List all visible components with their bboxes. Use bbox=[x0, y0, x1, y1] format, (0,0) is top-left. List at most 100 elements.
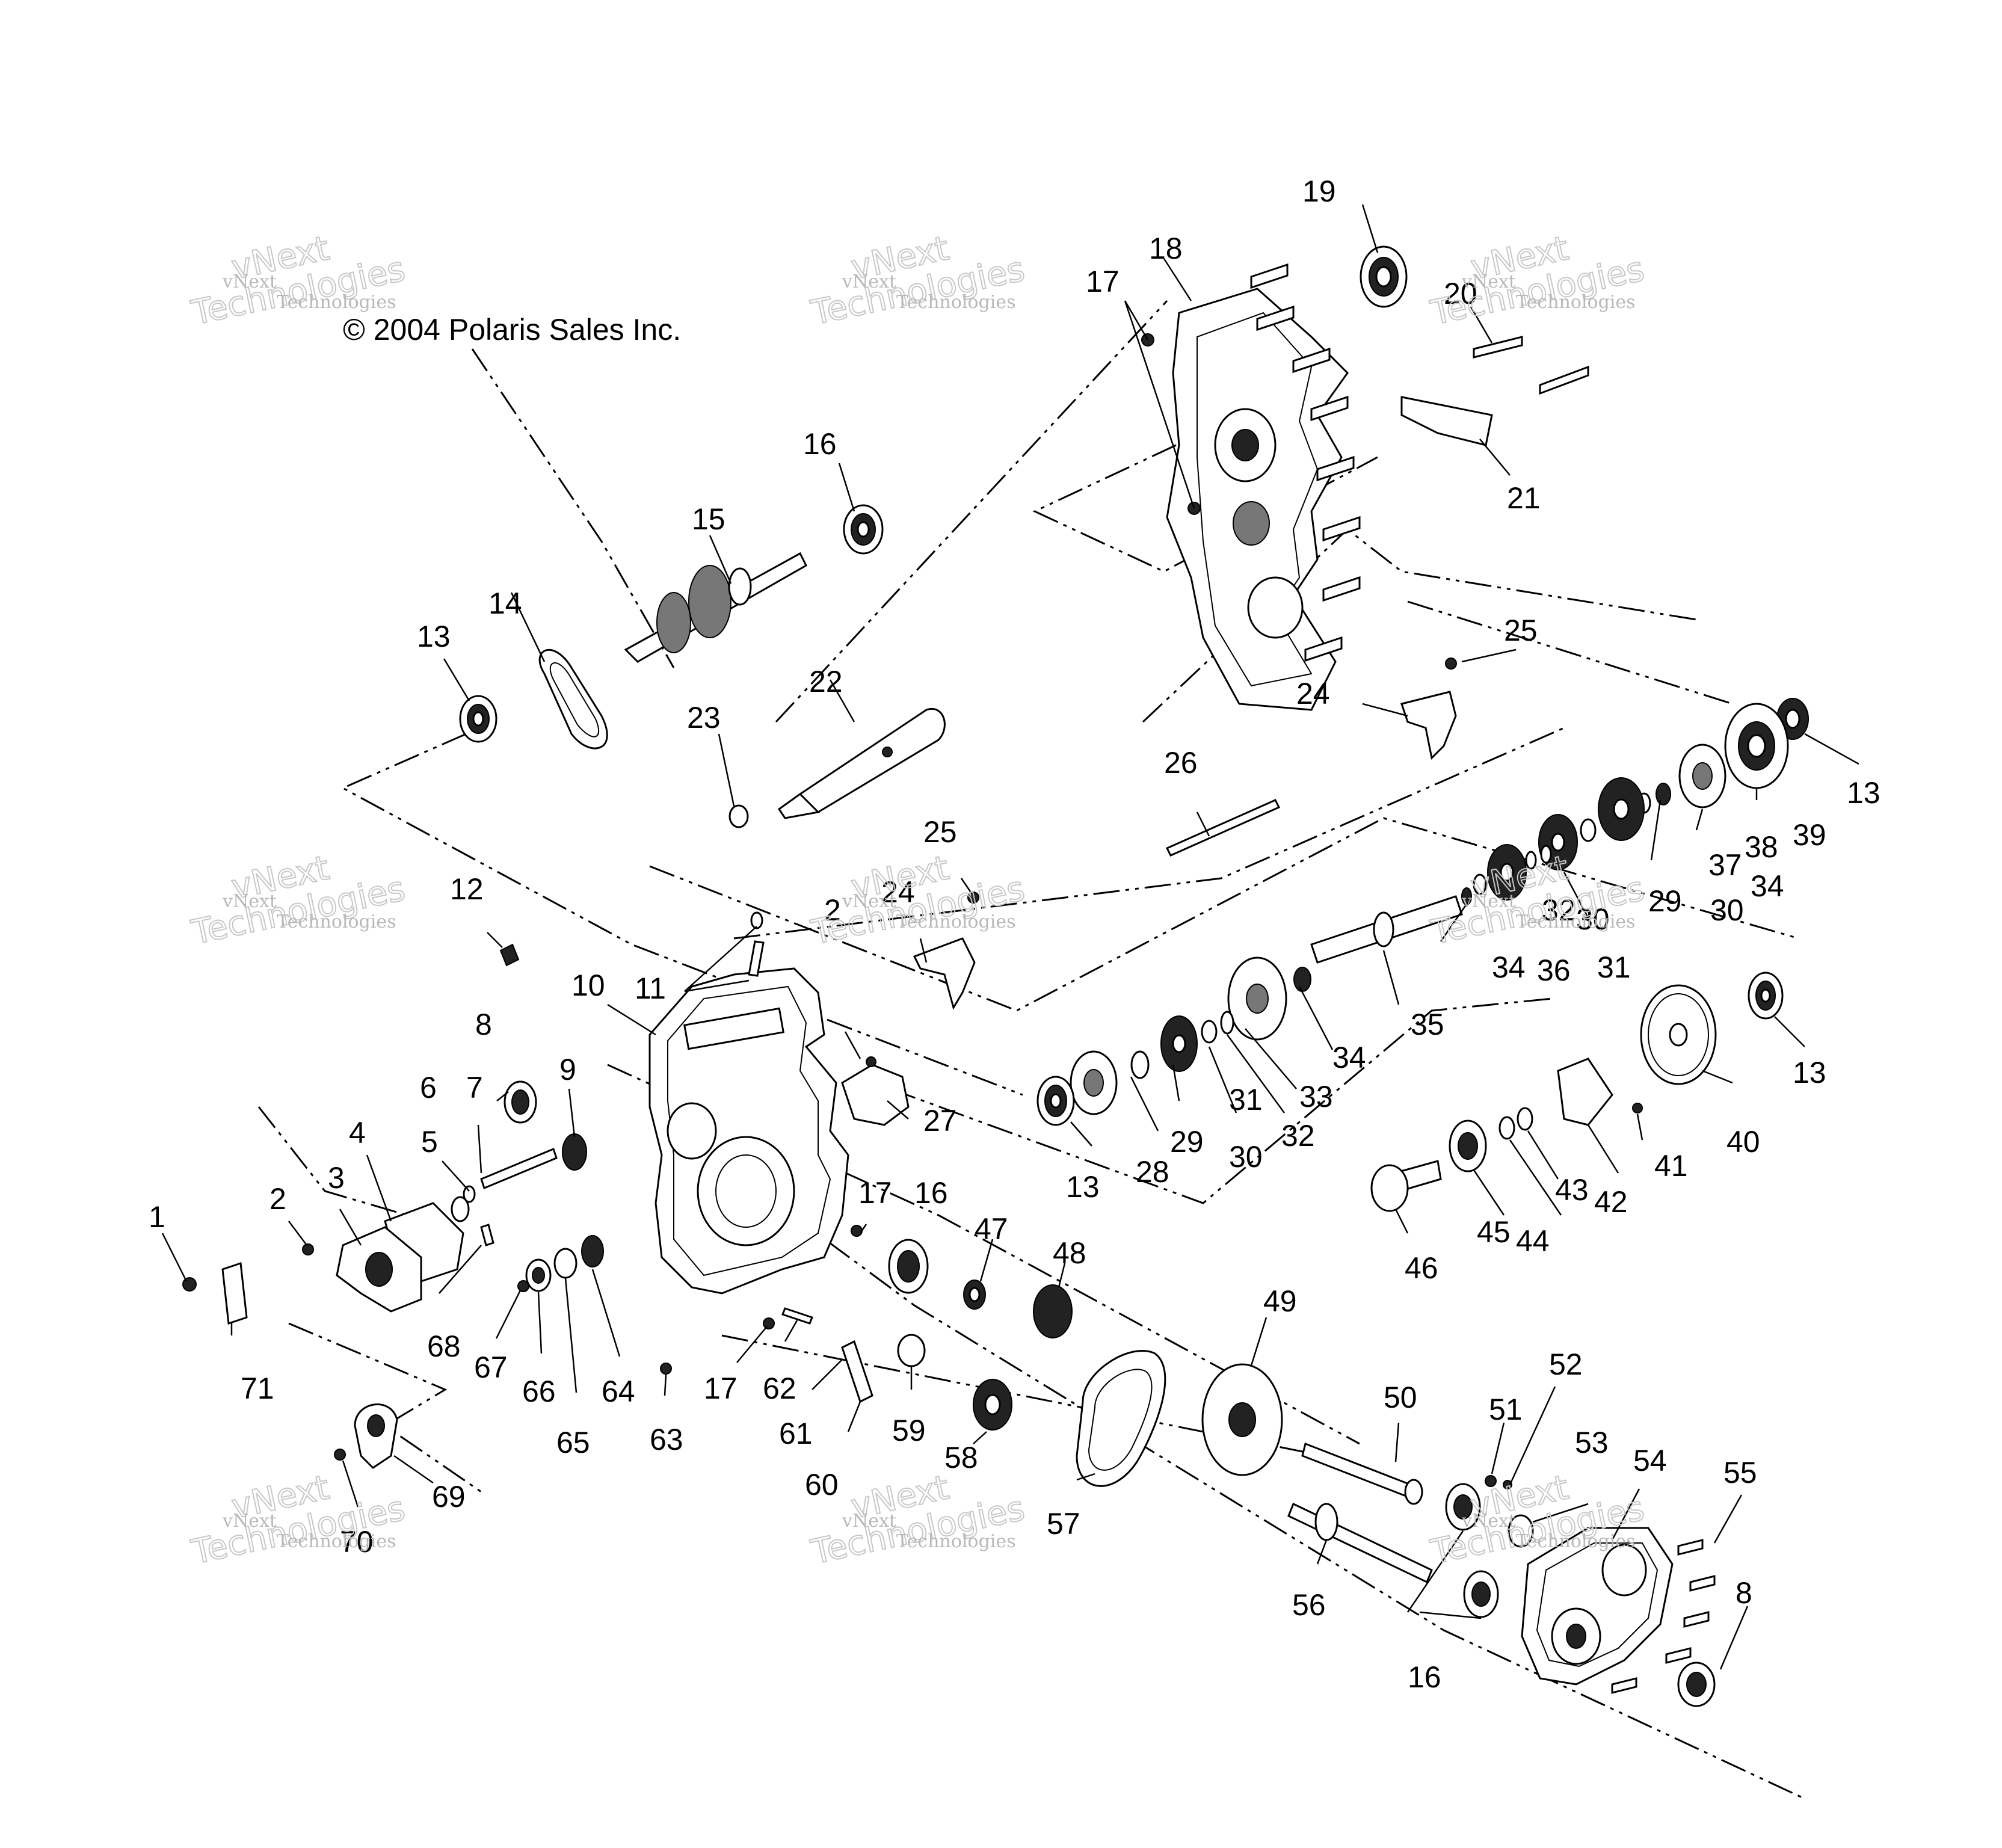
washer-5 bbox=[451, 1196, 470, 1222]
label-29: 29 bbox=[1648, 884, 1682, 918]
label-48: 48 bbox=[1053, 1236, 1086, 1270]
seal-43 bbox=[1517, 1107, 1533, 1131]
label-71: 71 bbox=[241, 1372, 274, 1405]
watermark-bottom-left: vNext Technologies bbox=[188, 1467, 409, 1572]
chain-14 bbox=[538, 649, 608, 750]
o-ring-23 bbox=[728, 804, 749, 828]
gear-40 bbox=[1640, 984, 1717, 1085]
label-21: 21 bbox=[1507, 481, 1541, 515]
o-ring-11 bbox=[750, 911, 763, 929]
watermark-small: Technologies bbox=[896, 1531, 1016, 1552]
label-29: 29 bbox=[1170, 1125, 1204, 1159]
label-70: 70 bbox=[340, 1525, 374, 1559]
label-32: 32 bbox=[1542, 893, 1575, 927]
watermark-small: Technologies bbox=[1516, 292, 1636, 313]
label-14: 14 bbox=[488, 587, 522, 620]
watermark-small: vNext bbox=[842, 1511, 896, 1532]
label-33: 33 bbox=[1299, 1080, 1333, 1113]
nut-63 bbox=[660, 1363, 672, 1375]
plate-42 bbox=[1557, 1058, 1613, 1126]
label-53: 53 bbox=[1575, 1426, 1609, 1459]
label-26: 26 bbox=[1164, 746, 1198, 780]
label-54: 54 bbox=[1633, 1444, 1667, 1477]
main-case-10 bbox=[648, 967, 849, 1295]
label-69: 69 bbox=[432, 1480, 466, 1514]
label-47: 47 bbox=[975, 1212, 1008, 1246]
bushing-59 bbox=[897, 1334, 926, 1367]
bearing-45 bbox=[1449, 1120, 1487, 1172]
housing-3-bore bbox=[365, 1252, 393, 1287]
shaft-26 bbox=[1165, 799, 1281, 857]
bolt-2 bbox=[302, 1243, 314, 1255]
label-23: 23 bbox=[687, 701, 721, 735]
label-31: 31 bbox=[1229, 1083, 1263, 1116]
label-42: 42 bbox=[1594, 1185, 1628, 1219]
bolt-41 bbox=[1632, 1103, 1643, 1113]
label-61: 61 bbox=[779, 1417, 813, 1450]
watermark-small: Technologies bbox=[896, 292, 1016, 313]
shift-fork-24-left bbox=[913, 937, 976, 1010]
label-17: 17 bbox=[1086, 265, 1120, 298]
shaft-56 bbox=[1287, 1502, 1433, 1584]
bearing-13-b bbox=[1036, 1076, 1075, 1126]
label-34: 34 bbox=[1751, 869, 1784, 903]
pin-62 bbox=[781, 1307, 813, 1325]
bearing-16-lower-b bbox=[1463, 1570, 1499, 1618]
seal-44 bbox=[1498, 1116, 1515, 1140]
disc-49 bbox=[1201, 1363, 1283, 1476]
label-8: 8 bbox=[1736, 1576, 1752, 1610]
label-19: 19 bbox=[1302, 174, 1336, 208]
label-44: 44 bbox=[1516, 1224, 1550, 1258]
upper-cover-18 bbox=[1166, 288, 1349, 711]
stud-11 bbox=[748, 940, 765, 977]
washer-52 bbox=[1503, 1480, 1512, 1489]
label-13: 13 bbox=[1066, 1170, 1100, 1204]
label-36: 36 bbox=[1537, 953, 1571, 987]
label-24: 24 bbox=[1296, 677, 1330, 710]
label-2: 2 bbox=[824, 893, 841, 927]
pinion-46-head bbox=[1370, 1164, 1409, 1212]
label-43: 43 bbox=[1555, 1173, 1589, 1207]
label-17: 17 bbox=[858, 1176, 892, 1210]
watermark-top-center: vNext Technologies bbox=[807, 228, 1029, 333]
label-58: 58 bbox=[944, 1441, 978, 1474]
label-27: 27 bbox=[923, 1104, 957, 1138]
watermark-small: vNext bbox=[842, 271, 896, 292]
watermark-mid-left: vNext Technologies bbox=[188, 848, 409, 953]
cover-bolts-55 bbox=[1611, 1539, 1716, 1694]
label-37: 37 bbox=[1708, 848, 1742, 882]
gear-9 bbox=[562, 1133, 587, 1171]
label-6: 6 bbox=[420, 1071, 437, 1104]
gear-group-lower bbox=[1070, 956, 1311, 1115]
label-67: 67 bbox=[474, 1351, 508, 1384]
shaft-22 bbox=[777, 707, 946, 819]
seal-53 bbox=[1508, 1514, 1534, 1548]
watermark-small: vNext bbox=[222, 271, 277, 292]
bracket-21 bbox=[1400, 336, 1589, 446]
label-51: 51 bbox=[1489, 1393, 1523, 1426]
bolt-51 bbox=[1485, 1475, 1497, 1487]
watermark-small: vNext bbox=[222, 891, 277, 912]
watermark-small: Technologies bbox=[277, 911, 396, 932]
shaft-50-end bbox=[1404, 1479, 1423, 1505]
bearing-65 bbox=[553, 1248, 578, 1279]
label-13: 13 bbox=[417, 620, 451, 653]
watermark-small: vNext bbox=[1461, 891, 1516, 912]
label-49: 49 bbox=[1263, 1284, 1297, 1318]
bearing-19 bbox=[1360, 245, 1408, 308]
shaft-56-collar bbox=[1314, 1503, 1338, 1541]
label-28: 28 bbox=[1136, 1155, 1169, 1189]
copyright-notice: © 2004 Polaris Sales Inc. bbox=[343, 313, 681, 346]
label-15: 15 bbox=[692, 502, 725, 536]
shaft-35-collar bbox=[1373, 911, 1394, 947]
watermark-small: vNext bbox=[1461, 271, 1516, 292]
label-17: 17 bbox=[704, 1372, 738, 1405]
shaft-7 bbox=[480, 1147, 558, 1190]
label-32: 32 bbox=[1281, 1119, 1315, 1153]
label-65: 65 bbox=[556, 1426, 590, 1459]
label-66: 66 bbox=[522, 1375, 556, 1408]
leader-lines bbox=[161, 204, 1859, 1670]
cover-bolts-17 bbox=[1141, 263, 1361, 662]
label-39: 39 bbox=[1793, 818, 1826, 852]
